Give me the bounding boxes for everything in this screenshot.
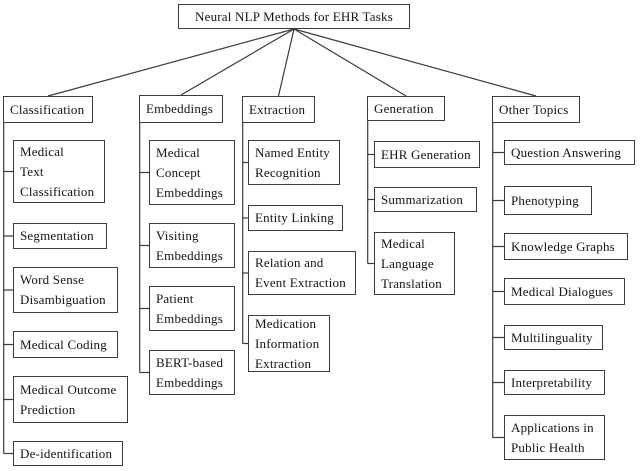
node-medical-coding: Medical Coding <box>13 331 118 358</box>
node-medical-concept-embeddings: Medical Concept Embeddings <box>149 140 235 205</box>
connector-line <box>293 28 407 97</box>
node-extraction: Extraction <box>242 96 315 123</box>
node-named-entity-recognition: Named Entity Recognition <box>248 140 340 185</box>
node-knowledge-graphs: Knowledge Graphs <box>504 233 628 260</box>
node-medical-dialogues: Medical Dialogues <box>504 278 625 305</box>
connector-line <box>277 28 295 97</box>
node-segmentation: Segmentation <box>13 223 107 249</box>
node-visiting-embeddings: Visiting Embeddings <box>149 223 235 268</box>
node-medication-information-extraction: Medication Information Extraction <box>248 315 330 372</box>
node-ehr-generation: EHR Generation <box>374 141 480 168</box>
node-embeddings: Embeddings <box>139 95 223 123</box>
node-summarization: Summarization <box>374 187 477 212</box>
node-entity-linking: Entity Linking <box>248 205 343 231</box>
node-bert-based-embeddings: BERT-based Embeddings <box>149 350 235 395</box>
node-medical-outcome-prediction: Medical Outcome Prediction <box>13 376 128 423</box>
node-classification: Classification <box>3 96 93 123</box>
node-other-topics: Other Topics <box>492 96 580 123</box>
connector-line <box>47 28 295 97</box>
connector-line <box>180 28 295 96</box>
node-interpretability: Interpretability <box>504 370 605 395</box>
node-patient-embeddings: Patient Embeddings <box>149 286 235 331</box>
node-relation-and-event-extraction: Relation and Event Extraction <box>248 251 356 295</box>
node-phenotyping: Phenotyping <box>504 186 592 215</box>
root-node: Neural NLP Methods for EHR Tasks <box>178 4 410 29</box>
node-word-sense-disambiguation: Word Sense Disambiguation <box>13 267 118 313</box>
connector-line <box>293 28 537 97</box>
node-multilinguality: Multilinguality <box>504 325 603 350</box>
node-generation: Generation <box>367 96 445 121</box>
node-question-answering: Question Answering <box>504 140 635 165</box>
node-applications-in-public-health: Applications in Public Health <box>504 415 605 460</box>
node-de-identification: De-identification <box>13 441 123 466</box>
node-medical-text-classification: Medical Text Classification <box>13 140 105 203</box>
node-medical-language-translation: Medical Language Translation <box>374 232 455 295</box>
